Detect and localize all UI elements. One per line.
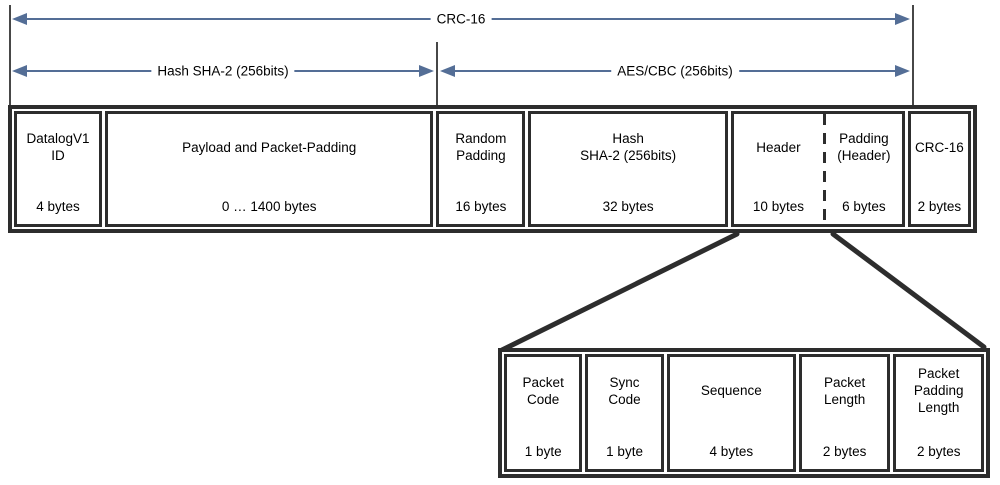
span-label-hash-sha2: Hash SHA-2 (256bits) — [151, 63, 295, 79]
measure-tick-right — [912, 5, 914, 109]
field-size: 4 bytes — [36, 199, 80, 215]
arrow-head-right-icon — [895, 65, 910, 77]
field-payload-packet-padding: Payload and Packet-Padding 0 … 1400 byte… — [105, 111, 434, 227]
header-detail-fields-row: Packet Code 1 byte Sync Code 1 byte Sequ… — [498, 348, 990, 478]
field-name: CRC-16 — [914, 139, 964, 155]
measure-tick-left — [9, 5, 11, 106]
field-datalogv1-id: DatalogV1 ID 4 bytes — [14, 111, 103, 227]
field-size: 2 bytes — [917, 199, 962, 215]
span-arrow-hash-sha2: Hash SHA-2 (256bits) — [12, 63, 434, 79]
field-packet-code: Packet Code 1 byte — [504, 354, 583, 472]
field-name: Packet Code — [522, 374, 564, 407]
field-size: 4 bytes — [709, 443, 754, 459]
field-padding-header: Padding (Header) 6 bytes — [826, 114, 902, 224]
field-random-padding: Random Padding 16 bytes — [436, 111, 526, 227]
dashed-divider — [822, 114, 826, 224]
field-size: 16 bytes — [455, 199, 507, 215]
field-name: Random Padding — [455, 131, 507, 164]
field-name: Header — [756, 139, 801, 155]
arrow-head-right-icon — [895, 13, 910, 25]
field-name: DatalogV1 ID — [26, 131, 90, 164]
field-size: 10 bytes — [752, 199, 804, 215]
span-label-aes-cbc: AES/CBC (256bits) — [611, 63, 739, 79]
field-name: Packet Padding Length — [913, 366, 964, 416]
field-size: 32 bytes — [602, 199, 654, 215]
field-header: Header 10 bytes — [734, 114, 823, 224]
field-sequence: Sequence 4 bytes — [666, 354, 796, 472]
field-name: Packet Length — [823, 374, 866, 407]
field-sync-code: Sync Code 1 byte — [585, 354, 664, 472]
field-header-with-padding: Header 10 bytes Padding (Header) 6 bytes — [730, 111, 905, 227]
field-crc16: CRC-16 2 bytes — [907, 111, 971, 227]
field-name: Hash SHA-2 (256bits) — [580, 131, 677, 164]
field-size: 2 bytes — [822, 443, 867, 459]
field-size: 2 bytes — [916, 443, 961, 459]
field-size: 6 bytes — [842, 199, 886, 215]
field-size: 0 … 1400 bytes — [221, 199, 317, 215]
arrow-head-left-icon — [440, 65, 455, 77]
field-packet-padding-length: Packet Padding Length 2 bytes — [893, 354, 984, 472]
field-size: 1 byte — [524, 443, 562, 459]
field-name: Sync Code — [608, 374, 641, 407]
span-arrow-crc16: CRC-16 — [12, 11, 910, 27]
span-arrow-aes-cbc: AES/CBC (256bits) — [440, 63, 910, 79]
arrow-head-right-icon — [419, 65, 434, 77]
expander-line-left — [499, 231, 740, 353]
field-size: 1 byte — [606, 443, 643, 459]
packet-fields-row: DatalogV1 ID 4 bytes Payload and Packet-… — [8, 105, 977, 233]
field-hash-sha2: Hash SHA-2 (256bits) 32 bytes — [528, 111, 728, 227]
field-name: Padding (Header) — [837, 131, 891, 164]
expander-line-right — [830, 231, 987, 350]
measure-tick-middle — [436, 42, 438, 109]
span-label-crc16: CRC-16 — [430, 11, 492, 27]
field-name: Payload and Packet-Padding — [182, 139, 357, 155]
arrow-head-left-icon — [12, 13, 27, 25]
field-name: Sequence — [700, 383, 762, 399]
arrow-head-left-icon — [12, 65, 27, 77]
field-packet-length: Packet Length 2 bytes — [798, 354, 891, 472]
